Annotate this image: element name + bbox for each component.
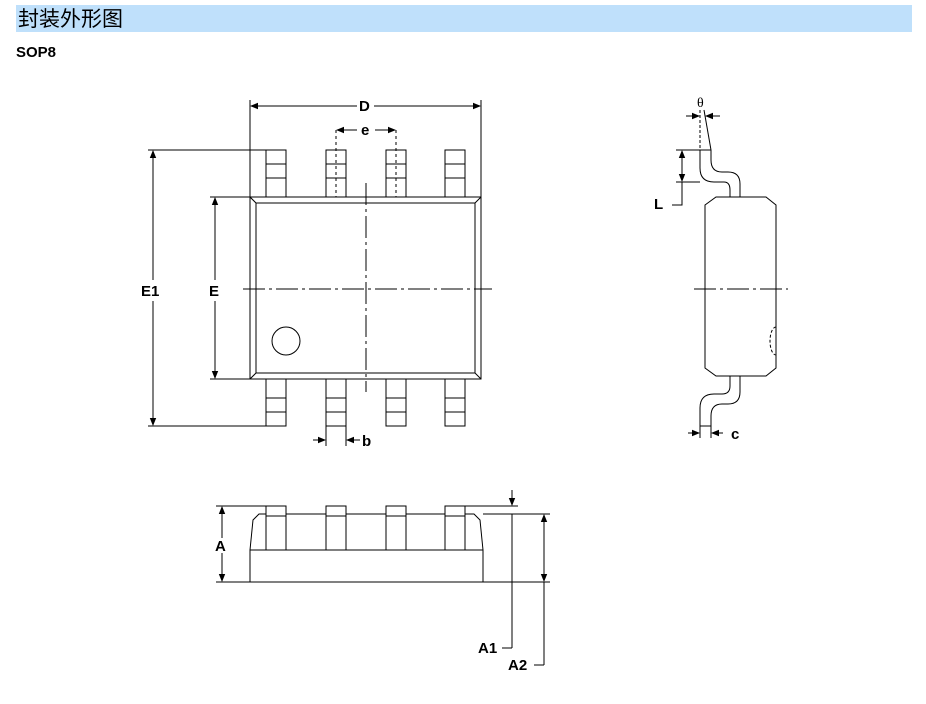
- front-body: [249, 513, 484, 583]
- dim-label-L: L: [654, 196, 663, 213]
- dim-label-E1: E1: [141, 283, 159, 300]
- side-view: [672, 109, 788, 438]
- dim-label-theta: θ: [697, 96, 704, 111]
- dim-label-E: E: [209, 283, 219, 300]
- dim-label-D: D: [359, 98, 370, 115]
- dim-label-c: c: [731, 426, 739, 443]
- lower-pins: [265, 378, 466, 427]
- side-body: [704, 196, 777, 377]
- front-view: [216, 490, 550, 666]
- dim-label-A2: A2: [508, 657, 527, 674]
- dim-label-A: A: [215, 538, 226, 555]
- dim-label-e: e: [361, 122, 369, 139]
- section-header: 封装外形图: [16, 5, 912, 32]
- dim-label-b: b: [362, 433, 371, 450]
- pin1-marker: [271, 326, 301, 356]
- package-name: SOP8: [16, 44, 57, 61]
- dim-label-A1: A1: [478, 640, 497, 657]
- section-title: 封装外形图: [18, 7, 123, 31]
- top-view: [148, 100, 492, 446]
